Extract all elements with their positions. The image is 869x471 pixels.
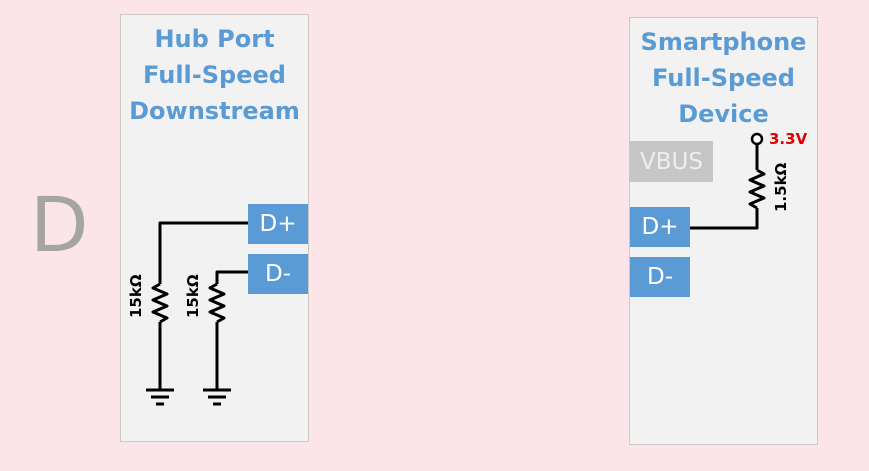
device-r-label: 1.5kΩ (772, 162, 790, 212)
hub-title-line-2: Full-Speed (143, 61, 286, 89)
hub-r2-zigzag (208, 282, 226, 324)
supply-terminal-icon (750, 132, 764, 146)
hub-title-line-3: Downstream (129, 97, 300, 125)
device-vbus-pin: VBUS (630, 141, 713, 182)
device-dminus-pin: D- (630, 257, 690, 297)
hub-title-line-1: Hub Port (154, 25, 275, 53)
ground-icon-1 (146, 388, 174, 406)
hub-dplus-pin: D+ (248, 204, 308, 244)
supply-voltage-label: 3.3V (769, 130, 808, 148)
hub-dplus-wire (158, 221, 248, 284)
section-letter: D (30, 180, 89, 269)
hub-dminus-pin: D- (248, 254, 308, 294)
ground-icon-2 (203, 388, 231, 406)
hub-r2-label: 15kΩ (184, 274, 202, 318)
hub-dminus-wire (215, 270, 248, 284)
device-dplus-wire (690, 208, 759, 230)
device-r-zigzag (748, 168, 766, 210)
device-title-line-2: Full-Speed (652, 64, 795, 92)
device-title-line-1: Smartphone (640, 28, 807, 56)
device-dplus-pin: D+ (630, 207, 690, 247)
hub-r1-zigzag (151, 282, 169, 324)
device-title-line-3: Device (678, 100, 769, 128)
hub-r1-label: 15kΩ (127, 274, 145, 318)
